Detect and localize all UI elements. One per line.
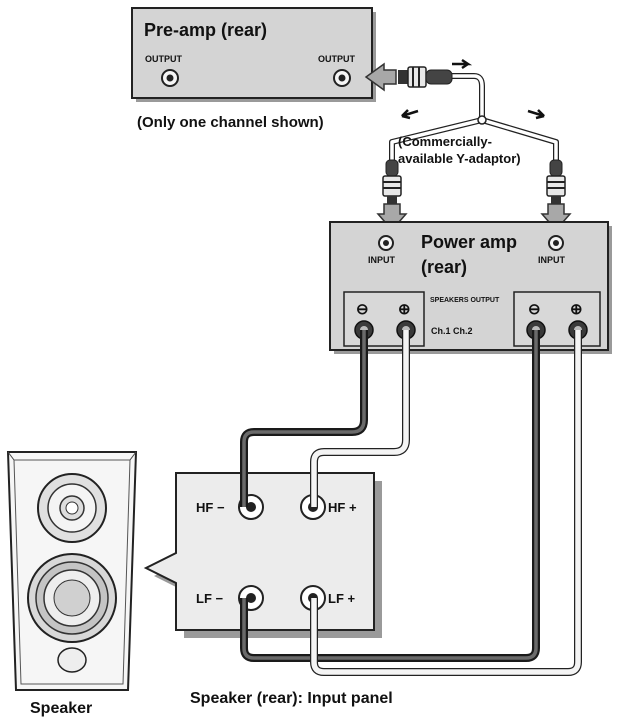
speaker-icon (6, 451, 138, 691)
preamp-note: (Only one channel shown) (137, 114, 324, 131)
jack-icon (548, 235, 564, 251)
arrow-icon (452, 58, 473, 70)
speaker-input-panel: HF − HF + LF − LF + (143, 472, 382, 638)
jack-icon (161, 69, 179, 87)
terminal-plus-symbol: ⊕ (570, 301, 583, 318)
arrow-icon (527, 109, 545, 120)
hf-plus-label: HF + (328, 500, 357, 515)
rca-plug-icon (546, 159, 566, 204)
rca-plug-icon (382, 159, 402, 204)
preamp-unit: Pre-amp (rear) OUTPUT OUTPUT (131, 7, 376, 102)
rca-plug-icon (398, 66, 453, 88)
speaker-caption: Speaker (30, 700, 92, 717)
preamp-output-right-label: OUTPUT (318, 54, 356, 64)
speakers-output-label: SPEAKERS OUTPUT (430, 297, 500, 304)
poweramp-input-right-label: INPUT (538, 255, 566, 265)
jack-icon (378, 235, 394, 251)
panel-caption: Speaker (rear): Input panel (190, 690, 393, 707)
preamp-title: Pre-amp (rear) (144, 20, 267, 40)
poweramp-title-line2: (rear) (421, 257, 467, 277)
terminal-group-ch2 (513, 291, 601, 347)
preamp-output-left-label: OUTPUT (145, 54, 183, 64)
jack-icon (333, 69, 351, 87)
poweramp-unit: INPUT INPUT Power amp (rear) ⊖ ⊕ SPEAKER… (329, 221, 612, 354)
terminal-minus-symbol: ⊖ (528, 301, 541, 318)
poweramp-title-line1: Power amp (421, 232, 517, 252)
lf-plus-label: LF + (328, 591, 355, 606)
arrow-icon (364, 62, 397, 92)
adaptor-label-line1: (Commercially- (398, 134, 492, 149)
terminal-plus-symbol: ⊕ (398, 301, 411, 318)
adaptor-label-line2: available Y-adaptor) (398, 151, 521, 166)
arrow-icon (401, 109, 419, 120)
terminal-minus-symbol: ⊖ (356, 301, 369, 318)
channels-label: Ch.1 Ch.2 (431, 326, 473, 336)
hf-minus-label: HF − (196, 500, 225, 515)
lf-minus-label: LF − (196, 591, 223, 606)
speaker-wires (240, 330, 582, 676)
poweramp-input-left-label: INPUT (368, 255, 396, 265)
y-adaptor-cable (389, 73, 559, 160)
